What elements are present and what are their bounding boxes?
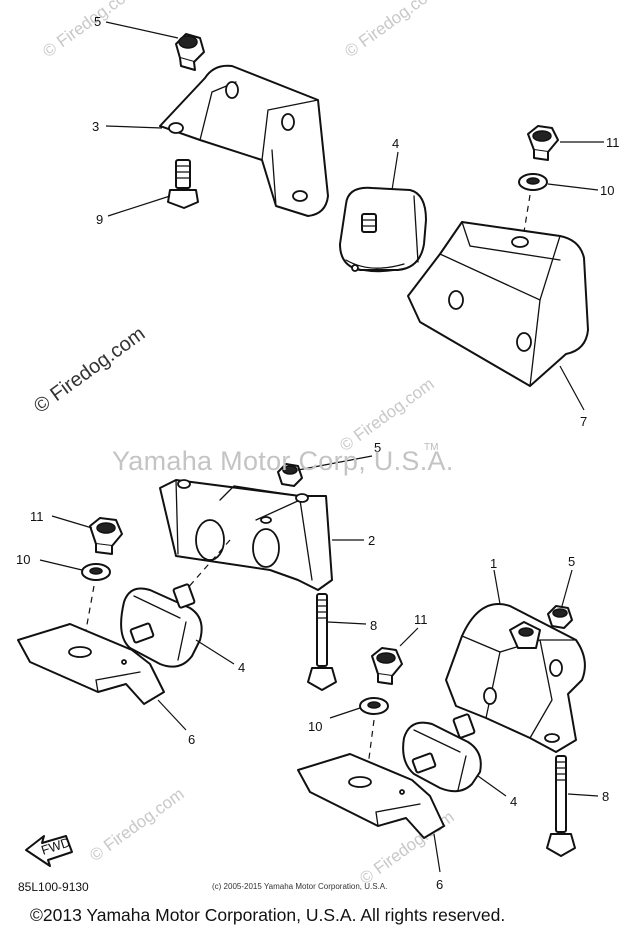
bolt-9 bbox=[167, 159, 199, 209]
callout-11-top: 11 bbox=[606, 135, 620, 150]
guide-line-bottom bbox=[367, 719, 375, 767]
callout-10-mid: 10 bbox=[16, 552, 30, 567]
watermark-top-right: © Firedog.com bbox=[341, 0, 443, 61]
callout-1: 1 bbox=[490, 556, 497, 571]
washer-10-top bbox=[518, 173, 548, 191]
rubber-mount-4-mid bbox=[120, 583, 203, 668]
nut-11-top bbox=[527, 125, 559, 161]
bracket-7 bbox=[407, 221, 589, 387]
callout-8-bottom: 8 bbox=[602, 789, 609, 804]
plate-6-mid bbox=[17, 623, 165, 705]
callout-9: 9 bbox=[96, 212, 103, 227]
watermark-mid-right: © Firedog.com bbox=[336, 374, 438, 455]
guide-line-left bbox=[85, 585, 95, 631]
bracket-2 bbox=[159, 479, 333, 591]
washer-10-bottom bbox=[359, 697, 389, 715]
callout-2: 2 bbox=[368, 533, 375, 548]
fwd-arrow-icon: FWD bbox=[25, 834, 73, 867]
callout-5-top: 5 bbox=[94, 14, 101, 29]
nut-11-bottom bbox=[371, 647, 403, 685]
small-copyright-line: (c) 2005-2015 Yamaha Motor Corporation, … bbox=[212, 882, 388, 891]
callout-4-mid: 4 bbox=[238, 660, 245, 675]
washer-10-mid bbox=[81, 563, 111, 581]
bolt-8-bottom bbox=[546, 755, 576, 857]
callout-10-top: 10 bbox=[600, 183, 614, 198]
center-copyright-notice: Yamaha Motor Corp, U.S.A. bbox=[112, 446, 454, 476]
nut-11-mid bbox=[89, 517, 123, 555]
callout-4-bottom: 4 bbox=[510, 794, 517, 809]
callout-8-mid: 8 bbox=[370, 618, 377, 633]
callout-6-mid: 6 bbox=[188, 732, 195, 747]
guide-line-top bbox=[523, 194, 531, 233]
callout-11-mid: 11 bbox=[30, 509, 44, 524]
callout-6-bottom: 6 bbox=[436, 877, 443, 892]
callout-3: 3 bbox=[92, 119, 99, 134]
watermark-top-left: © Firedog.com bbox=[39, 0, 141, 61]
nut-5-mid bbox=[277, 463, 303, 487]
callout-5-bottom: 5 bbox=[568, 554, 575, 569]
guide-line-mid bbox=[185, 539, 231, 591]
callout-10-bottom: 10 bbox=[308, 719, 322, 734]
rubber-mount-4-top bbox=[339, 186, 427, 273]
plate-6-bottom bbox=[297, 753, 445, 839]
watermark-bottom-left: © Firedog.com bbox=[86, 784, 188, 865]
callouts: 5 3 9 4 11 10 7 5 2 11 10 4 6 bbox=[16, 14, 620, 892]
nut-5-bottom bbox=[547, 605, 573, 629]
callout-4-top: 4 bbox=[392, 136, 399, 151]
callout-5-mid: 5 bbox=[374, 440, 381, 455]
trademark-mark: TM bbox=[424, 442, 439, 453]
nut-5-top bbox=[175, 33, 205, 71]
diagram-code: 85L100-9130 bbox=[18, 880, 89, 894]
callout-11-bottom: 11 bbox=[414, 612, 428, 627]
callout-7: 7 bbox=[580, 414, 587, 429]
bracket-1 bbox=[445, 603, 586, 753]
bracket-3 bbox=[159, 64, 329, 217]
bolt-8-mid bbox=[307, 593, 337, 691]
footer-copyright: ©2013 Yamaha Motor Corporation, U.S.A. A… bbox=[30, 905, 506, 925]
rubber-mount-4-bottom bbox=[402, 713, 482, 793]
